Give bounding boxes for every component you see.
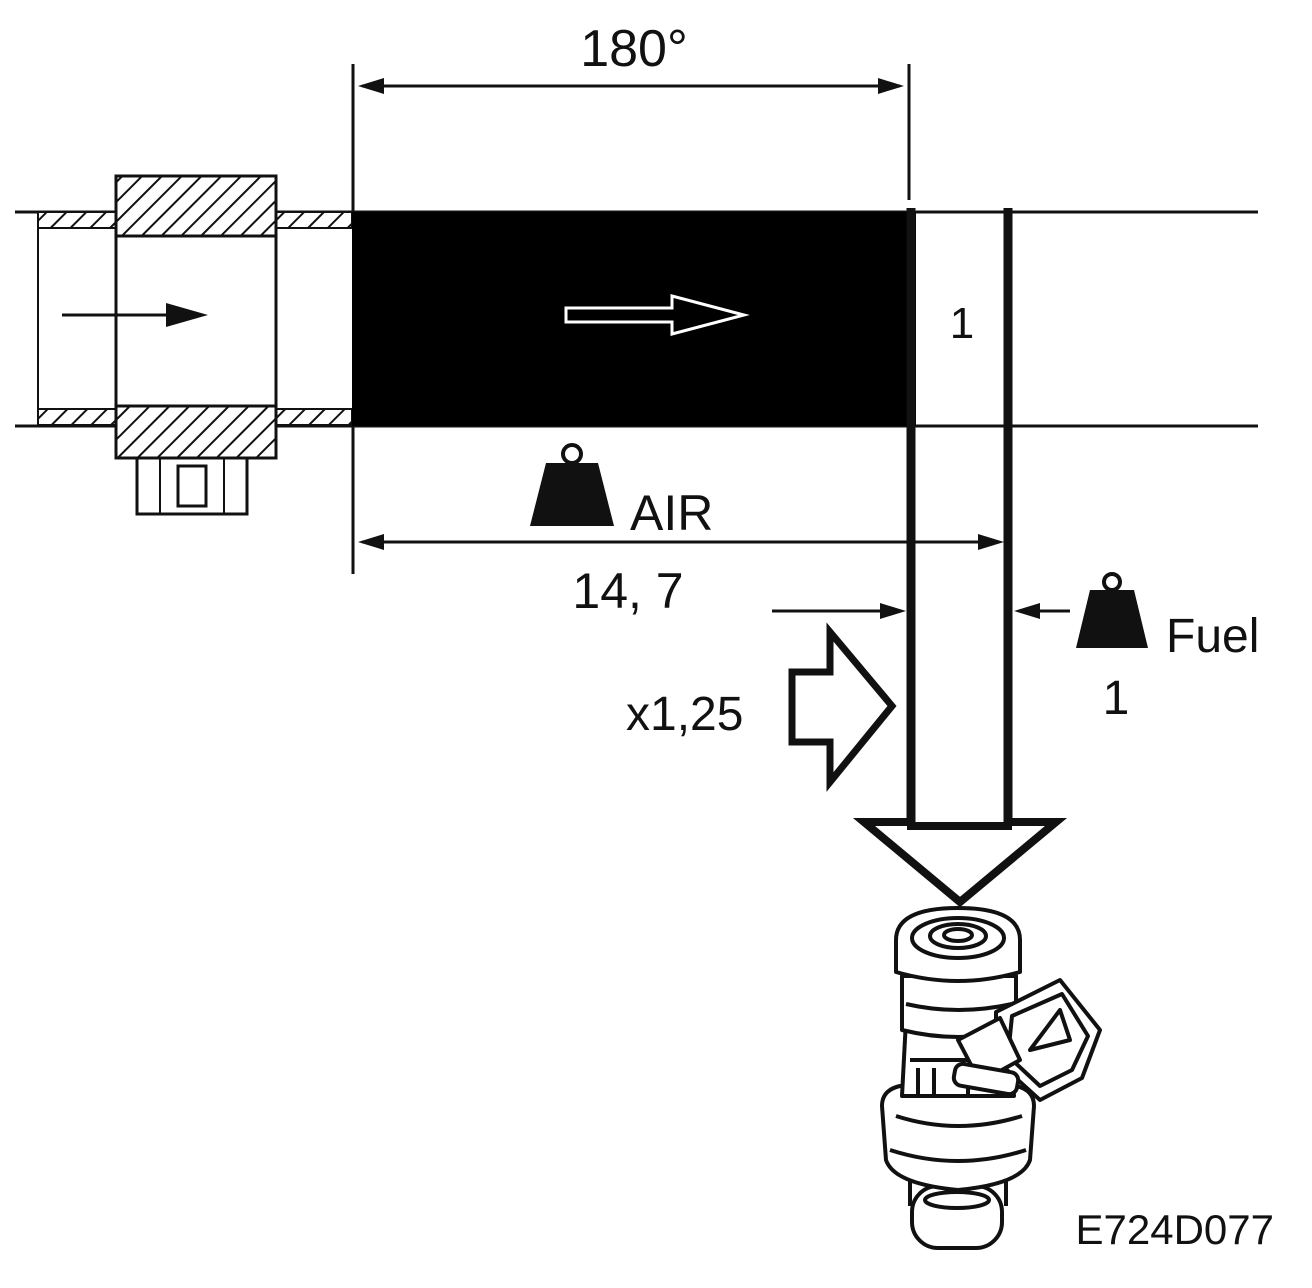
arrow-right-icon: [62, 303, 208, 327]
air-mass-block: [352, 212, 916, 426]
figure-code-label: E724D077: [1076, 1206, 1275, 1253]
fuel-injector-icon: [880, 906, 1102, 1250]
air-ratio-dimension: [351, 426, 1004, 574]
arrow-right-icon: [564, 294, 750, 336]
fuel-column: [852, 208, 1068, 908]
fuel-width-arrows: [772, 603, 1070, 619]
weight-icon: [1076, 572, 1148, 648]
air-label: AIR: [630, 485, 713, 541]
fuel-ratio-label: 1: [1103, 672, 1130, 725]
weight-icon: [530, 443, 614, 526]
fuel-label: Fuel: [1166, 610, 1259, 663]
sensor-connector: [135, 456, 249, 516]
air-flow-meter: [37, 174, 353, 516]
zone-number-label: 1: [950, 299, 974, 348]
air-ratio-label: 14, 7: [572, 563, 683, 619]
crank-angle-dimension: [351, 64, 911, 212]
crank-angle-label: 180°: [580, 20, 688, 78]
arrow-right-icon: [788, 622, 897, 792]
multiplier-label: x1,25: [626, 688, 743, 741]
